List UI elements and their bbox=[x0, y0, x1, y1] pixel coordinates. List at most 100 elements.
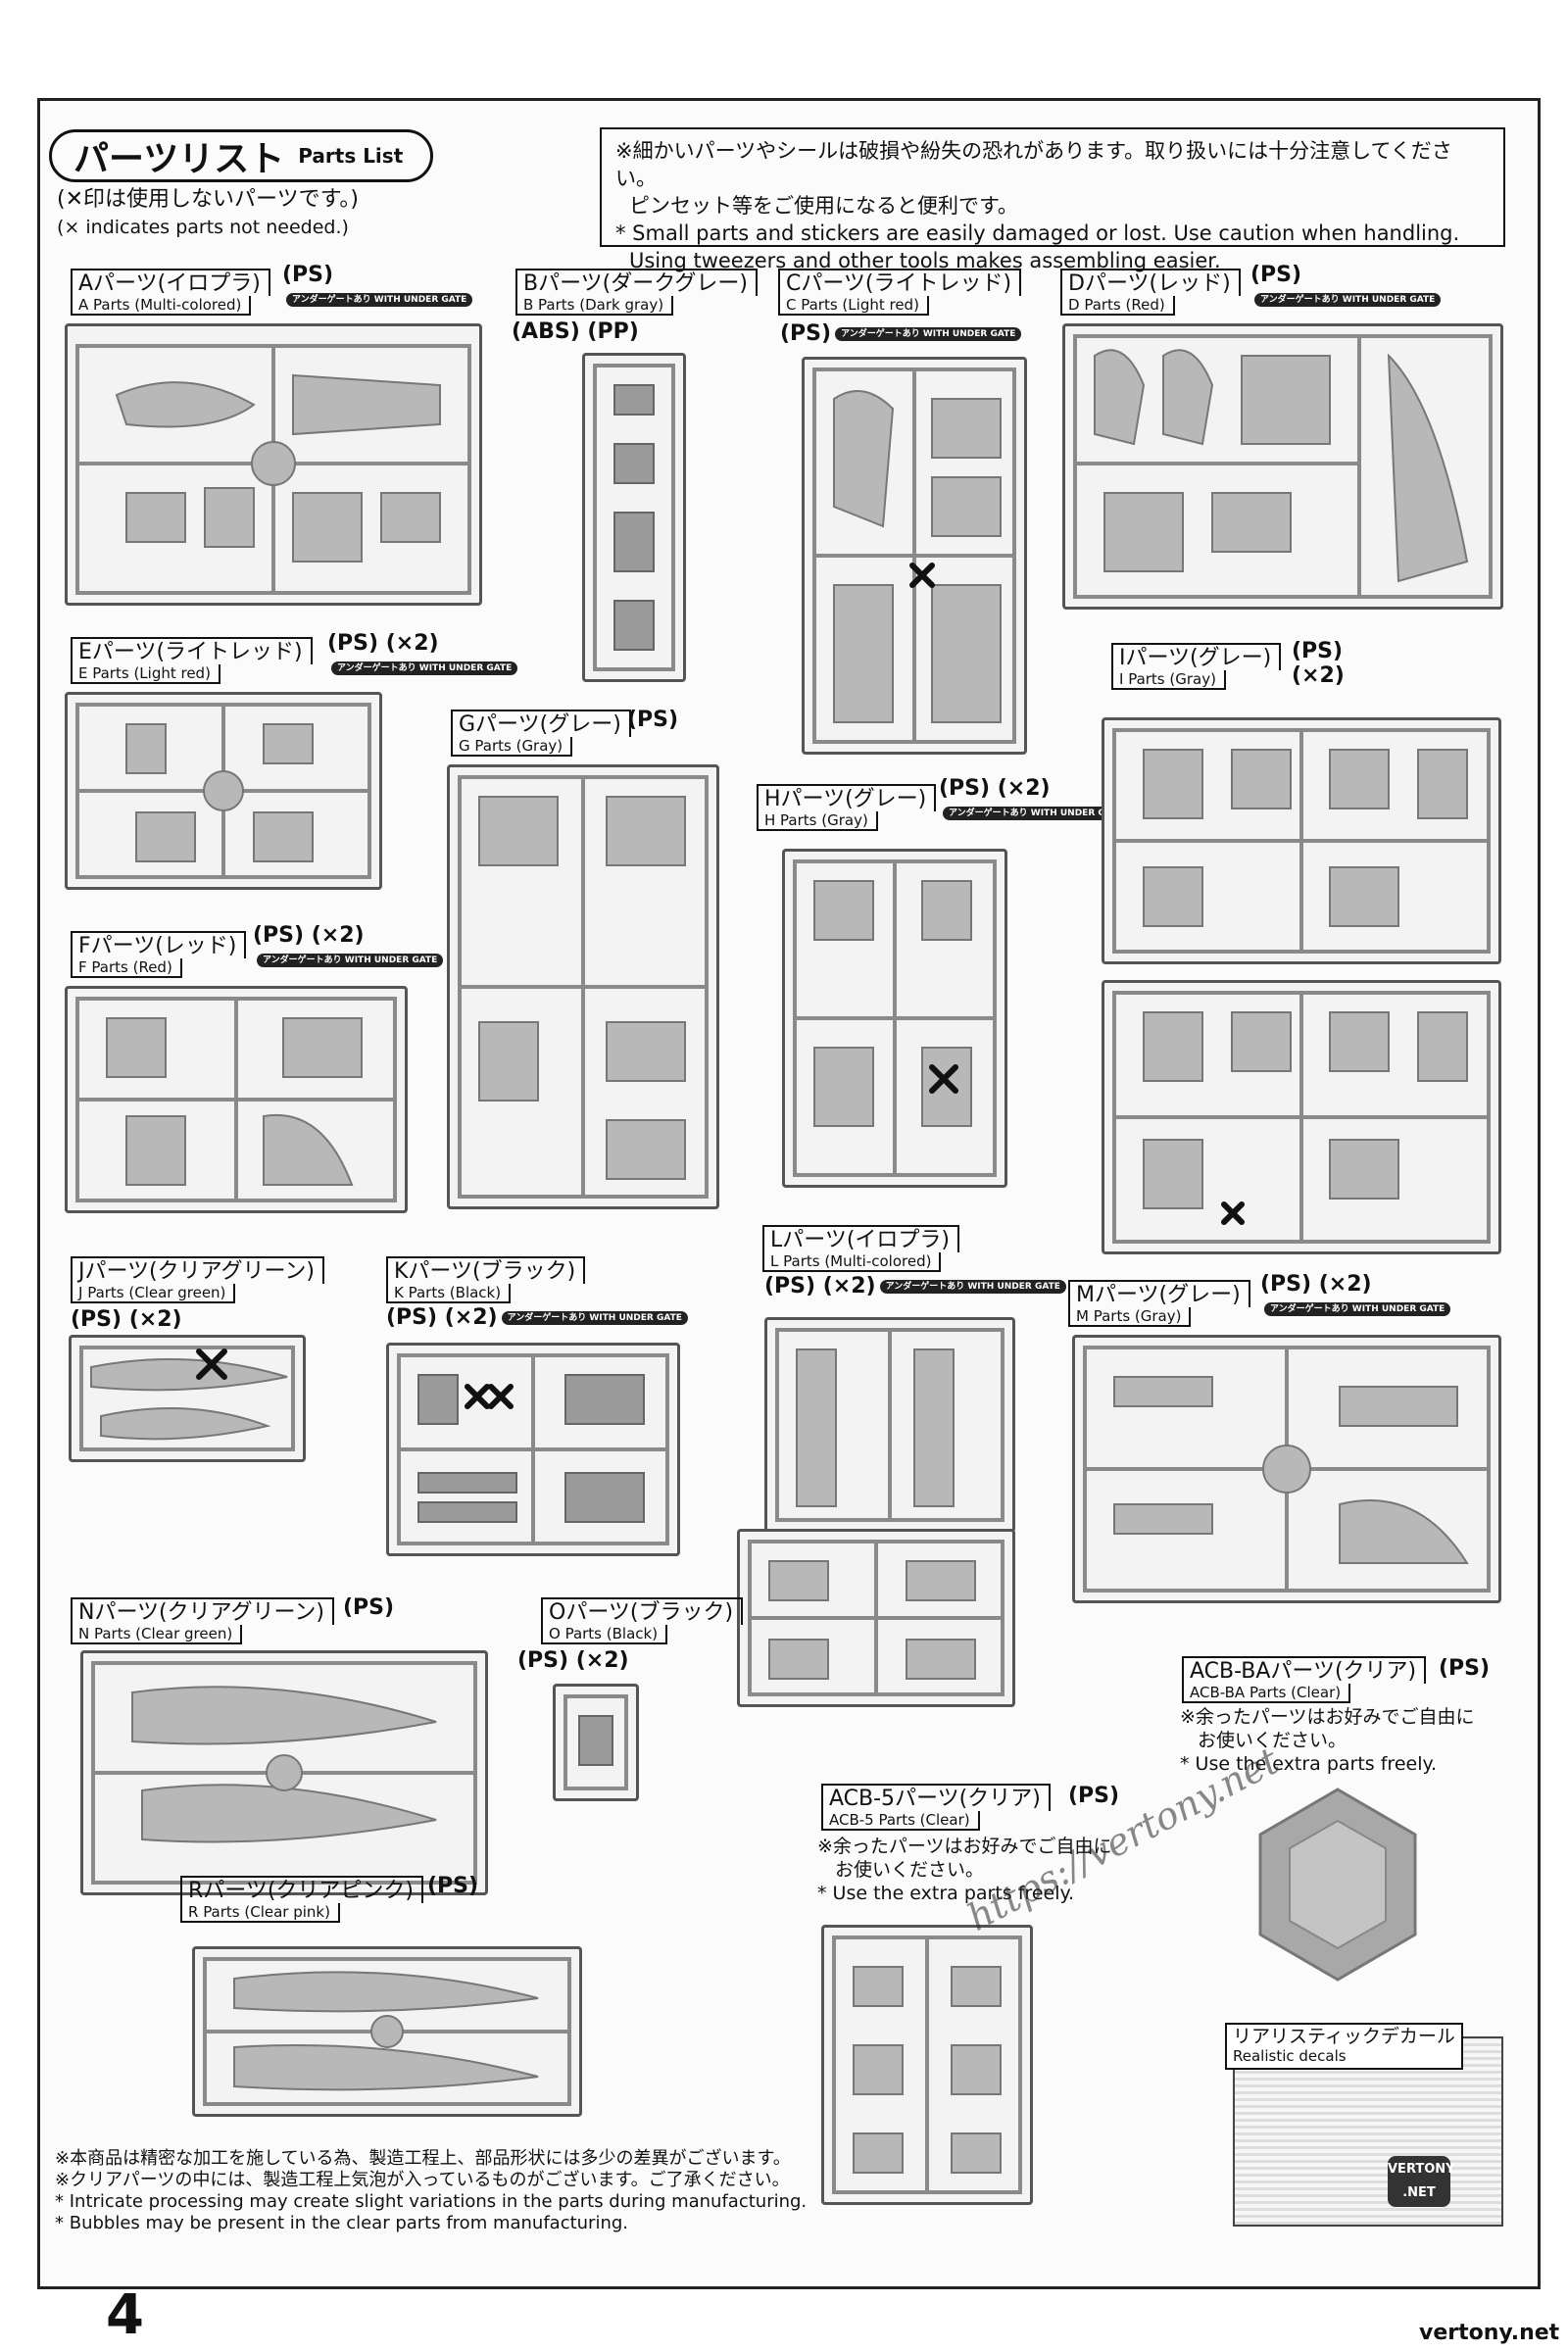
notice-jp-1: ※細かいパーツやシールは破損や紛失の恐れがあります。取り扱いには十分注意してくだ… bbox=[615, 139, 1452, 190]
sheet-b-header: Bパーツ(ダークグレー) B Parts (Dark gray) bbox=[515, 269, 758, 316]
runner-l-1 bbox=[764, 1317, 1015, 1533]
sheet-acbba-header: ACB-BAパーツ(クリア) ACB-BA Parts (Clear) bbox=[1182, 1656, 1427, 1703]
runner-i-2 bbox=[1102, 980, 1501, 1254]
runner-c bbox=[802, 357, 1027, 755]
decal-en: Realistic decals bbox=[1233, 2047, 1347, 2065]
acbba-extra-note: ※余ったパーツはお好みでご自由に お使いください。 * Use the extr… bbox=[1180, 1705, 1475, 1776]
sheet-m-header: Mパーツ(グレー) M Parts (Gray) bbox=[1068, 1280, 1250, 1327]
title-jp: パーツリスト bbox=[74, 139, 285, 179]
runner-g bbox=[447, 764, 719, 1209]
sheet-c-jp: Cパーツ(ライトレッド) bbox=[778, 269, 1022, 296]
sheet-d-header: Dパーツ(レッド) D Parts (Red) bbox=[1060, 269, 1241, 316]
title-en: Parts List bbox=[298, 144, 404, 168]
sheet-j-material: (PS) (×2) bbox=[71, 1307, 182, 1332]
sheet-j-en: J Parts (Clear green) bbox=[71, 1284, 236, 1303]
sheet-a-en: A Parts (Multi-colored) bbox=[71, 296, 252, 316]
sheet-k-jp: Kパーツ(ブラック) bbox=[386, 1256, 586, 1284]
sheet-g-jp: Gパーツ(グレー) bbox=[451, 710, 631, 737]
sheet-acbba-en: ACB-BA Parts (Clear) bbox=[1182, 1684, 1351, 1703]
sheet-i-material: (PS) (×2) bbox=[1292, 639, 1345, 688]
sheet-j-jp: Jパーツ(クリアグリーン) bbox=[71, 1256, 325, 1284]
runner-d bbox=[1062, 323, 1503, 610]
sheet-g-en: G Parts (Gray) bbox=[451, 737, 573, 757]
sheet-n-header: Nパーツ(クリアグリーン) N Parts (Clear green) bbox=[71, 1597, 334, 1644]
under-gate-badge: アンダーゲートあり WITH UNDER GATE bbox=[1264, 1302, 1451, 1316]
sheet-j-header: Jパーツ(クリアグリーン) J Parts (Clear green) bbox=[71, 1256, 325, 1303]
x-note-jp: (✕印は使用しないパーツです。) bbox=[57, 187, 359, 212]
sheet-c-en: C Parts (Light red) bbox=[778, 296, 929, 316]
sheet-i-header: Iパーツ(グレー) I Parts (Gray) bbox=[1111, 643, 1282, 690]
sheet-c-material: (PS)アンダーゲートあり WITH UNDER GATE bbox=[780, 321, 1022, 346]
runner-f bbox=[65, 986, 408, 1213]
acbba-note-en: * Use the extra parts freely. bbox=[1180, 1753, 1438, 1775]
page-number: 4 bbox=[106, 2283, 144, 2347]
runner-j bbox=[69, 1335, 306, 1462]
notice-box: ※細かいパーツやシールは破損や紛失の恐れがあります。取り扱いには十分注意してくだ… bbox=[600, 127, 1505, 272]
runner-m bbox=[1072, 1335, 1501, 1603]
sheet-acbba-material: (PS) bbox=[1439, 1656, 1491, 1681]
sheet-m-jp: Mパーツ(グレー) bbox=[1068, 1280, 1250, 1307]
notice-en-1: * Small parts and stickers are easily da… bbox=[615, 221, 1460, 245]
sheet-e-jp: Eパーツ(ライトレッド) bbox=[71, 637, 313, 664]
sheet-c-header: Cパーツ(ライトレッド) C Parts (Light red) bbox=[778, 269, 1022, 316]
sheet-m-en: M Parts (Gray) bbox=[1068, 1307, 1192, 1327]
sheet-e-en: E Parts (Light red) bbox=[71, 664, 220, 684]
sheet-h-jp: Hパーツ(グレー) bbox=[757, 784, 937, 811]
sheet-acb5-en: ACB-5 Parts (Clear) bbox=[821, 1811, 980, 1831]
sheet-n-en: N Parts (Clear green) bbox=[71, 1625, 243, 1644]
sheet-a-material: (PS)アンダーゲートあり WITH UNDER GATE bbox=[282, 263, 473, 312]
sheet-b-material: (ABS) (PP) bbox=[512, 319, 639, 344]
sheet-o-en: O Parts (Black) bbox=[541, 1625, 668, 1644]
footnote-en-2: * Bubbles may be present in the clear pa… bbox=[55, 2213, 629, 2233]
sheet-l-jp: Lパーツ(イロプラ) bbox=[762, 1225, 959, 1252]
runner-l-2 bbox=[737, 1529, 1015, 1707]
runner-acb5 bbox=[821, 1925, 1033, 2205]
sheet-e-material: (PS) (×2)アンダーゲートあり WITH UNDER GATE bbox=[327, 631, 518, 680]
sheet-n-material: (PS) bbox=[343, 1595, 395, 1620]
sheet-l-header: Lパーツ(イロプラ) L Parts (Multi-colored) bbox=[762, 1225, 959, 1272]
runner-h bbox=[782, 849, 1007, 1188]
acbba-note-jp-2: お使いください。 bbox=[1198, 1730, 1348, 1751]
sheet-e-header: Eパーツ(ライトレッド) E Parts (Light red) bbox=[71, 637, 313, 684]
under-gate-badge: アンダーゲートあり WITH UNDER GATE bbox=[943, 807, 1130, 820]
sheet-r-en: R Parts (Clear pink) bbox=[180, 1903, 340, 1923]
sheet-b-jp: Bパーツ(ダークグレー) bbox=[515, 269, 758, 296]
sheet-h-en: H Parts (Gray) bbox=[757, 811, 878, 831]
sheet-k-header: Kパーツ(ブラック) K Parts (Black) bbox=[386, 1256, 586, 1303]
under-gate-badge: アンダーゲートあり WITH UNDER GATE bbox=[501, 1311, 688, 1325]
sheet-acbba-jp: ACB-BAパーツ(クリア) bbox=[1182, 1656, 1427, 1684]
sheet-i-jp: Iパーツ(グレー) bbox=[1111, 643, 1282, 670]
sheet-o-material: (PS) (×2) bbox=[517, 1648, 629, 1673]
sheet-f-header: Fパーツ(レッド) F Parts (Red) bbox=[71, 931, 247, 978]
vertony-badge: VERTONY .NET bbox=[1388, 2156, 1455, 2207]
under-gate-badge: アンダーゲートあり WITH UNDER GATE bbox=[331, 662, 518, 675]
acb5-note-en: * Use the extra parts freely. bbox=[817, 1883, 1075, 1904]
runner-e bbox=[65, 692, 382, 890]
runner-b bbox=[582, 353, 686, 682]
notice-jp-2: ピンセット等をご使用になると便利です。 bbox=[629, 194, 1018, 218]
footnote-jp-2: ※クリアパーツの中には、製造工程上気泡が入っているものがございます。ご了承くださ… bbox=[55, 2170, 790, 2190]
sheet-r-material: (PS) bbox=[427, 1874, 479, 1898]
sheet-o-jp: Oパーツ(ブラック) bbox=[541, 1597, 744, 1625]
under-gate-badge: アンダーゲートあり WITH UNDER GATE bbox=[257, 954, 444, 967]
decal-jp: リアリスティックデカール bbox=[1233, 2026, 1455, 2047]
under-gate-badge: アンダーゲートあり WITH UNDER GATE bbox=[835, 327, 1022, 341]
x-mark-note: (✕印は使用しないパーツです。) (× indicates parts not … bbox=[57, 186, 359, 241]
runner-n bbox=[80, 1650, 488, 1895]
sheet-g-material: (PS) bbox=[627, 708, 679, 732]
sheet-h-material: (PS) (×2)アンダーゲートあり WITH UNDER GATE bbox=[939, 776, 1130, 825]
acbba-note-jp-1: ※余ったパーツはお好みでご自由に bbox=[1180, 1706, 1475, 1728]
sheet-acb5-material: (PS) bbox=[1068, 1784, 1120, 1808]
under-gate-badge: アンダーゲートあり WITH UNDER GATE bbox=[879, 1280, 1066, 1294]
sheet-d-en: D Parts (Red) bbox=[1060, 296, 1175, 316]
acb5-note-jp-2: お使いください。 bbox=[835, 1859, 985, 1881]
sheet-d-jp: Dパーツ(レッド) bbox=[1060, 269, 1241, 296]
sheet-k-en: K Parts (Black) bbox=[386, 1284, 512, 1303]
under-gate-badge: アンダーゲートあり WITH UNDER GATE bbox=[1254, 293, 1442, 307]
runner-a bbox=[65, 323, 482, 606]
decal-label: リアリスティックデカール Realistic decals bbox=[1225, 2023, 1463, 2070]
sheet-n-jp: Nパーツ(クリアグリーン) bbox=[71, 1597, 334, 1625]
sheet-acb5-header: ACB-5パーツ(クリア) ACB-5 Parts (Clear) bbox=[821, 1784, 1051, 1831]
runner-r bbox=[192, 1946, 582, 2117]
footnotes: ※本商品は精密な加工を施している為、製造工程上、部品形状には多少の差異がございま… bbox=[55, 2148, 807, 2234]
